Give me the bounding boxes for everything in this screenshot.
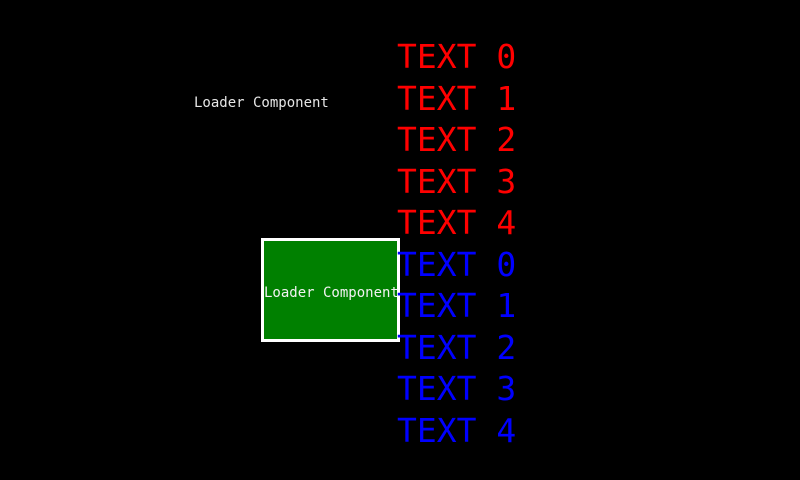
loader-component-box[interactable]: Loader Component xyxy=(261,238,400,342)
red-text-list: TEXT 0 TEXT 1 TEXT 2 TEXT 3 TEXT 4 xyxy=(397,36,516,244)
list-item[interactable]: TEXT 1 xyxy=(397,78,517,118)
list-item[interactable]: TEXT 0 xyxy=(397,37,517,76)
loader-component-box-label: Loader Component xyxy=(264,285,399,301)
list-item[interactable]: TEXT 1 xyxy=(397,286,517,326)
list-item[interactable]: TEXT 4 xyxy=(397,203,517,243)
list-item[interactable]: TEXT 0 xyxy=(397,244,517,284)
list-item[interactable]: TEXT 2 xyxy=(397,120,517,160)
loader-component-label: Loader Component xyxy=(194,95,329,111)
list-item[interactable]: TEXT 3 xyxy=(397,161,517,201)
list-item[interactable]: TEXT 4 xyxy=(397,410,517,450)
list-item[interactable]: TEXT 3 xyxy=(397,369,517,409)
blue-text-list: TEXT 0 TEXT 1 TEXT 2 TEXT 3 TEXT 4 xyxy=(397,244,516,452)
list-item[interactable]: TEXT 2 xyxy=(397,327,517,367)
text-list: TEXT 0 TEXT 1 TEXT 2 TEXT 3 TEXT 4 TEXT … xyxy=(397,36,516,451)
